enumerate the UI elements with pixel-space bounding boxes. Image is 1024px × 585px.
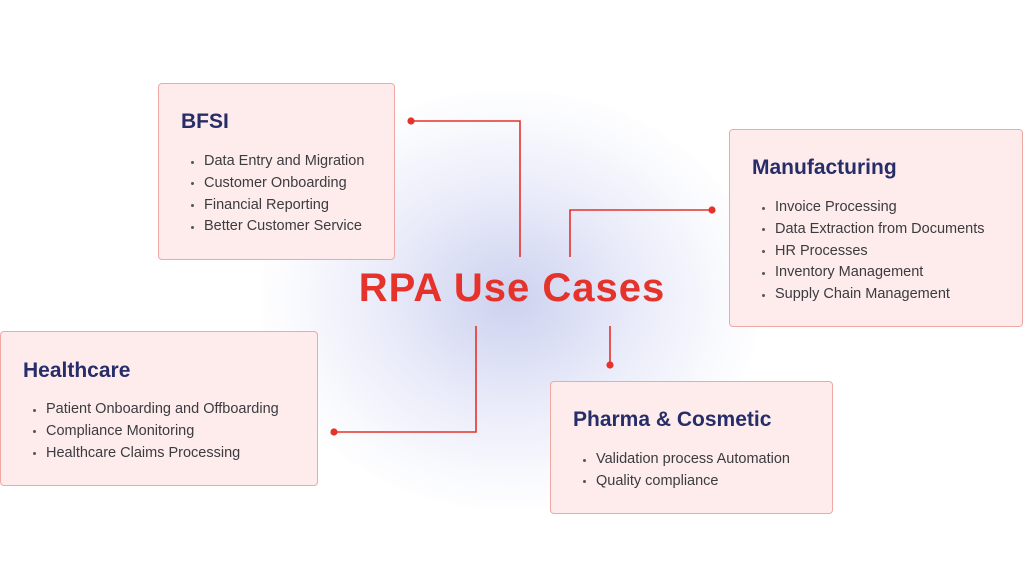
list-item: Better Customer Service xyxy=(190,216,364,238)
card-title-bfsi: BFSI xyxy=(181,110,229,133)
card-list-bfsi: Data Entry and Migration Customer Onboar… xyxy=(190,151,364,238)
list-item: Financial Reporting xyxy=(190,195,364,217)
card-list-healthcare: Patient Onboarding and Offboarding Compl… xyxy=(32,399,279,464)
card-list-manufacturing: Invoice Processing Data Extraction from … xyxy=(761,197,985,306)
card-title-pharma-cosmetic: Pharma & Cosmetic xyxy=(573,408,772,431)
card-pharma-cosmetic: Pharma & Cosmetic Validation process Aut… xyxy=(550,381,833,514)
center-title: RPA Use Cases xyxy=(358,266,666,310)
card-manufacturing: Manufacturing Invoice Processing Data Ex… xyxy=(729,129,1023,327)
connector-dot-bfsi xyxy=(407,117,415,125)
card-title-healthcare: Healthcare xyxy=(23,359,131,382)
card-list-pharma-cosmetic: Validation process Automation Quality co… xyxy=(582,449,790,493)
connector-bfsi xyxy=(411,120,521,257)
list-item: Data Extraction from Documents xyxy=(761,219,985,241)
connector-manufacturing xyxy=(569,209,712,257)
list-item: HR Processes xyxy=(761,241,985,263)
card-bfsi: BFSI Data Entry and Migration Customer O… xyxy=(158,83,395,260)
connector-healthcare xyxy=(334,326,477,433)
connector-dot-pharma xyxy=(606,361,614,369)
card-healthcare: Healthcare Patient Onboarding and Offboa… xyxy=(0,331,318,486)
list-item: Invoice Processing xyxy=(761,197,985,219)
list-item: Customer Onboarding xyxy=(190,173,364,195)
connector-dot-manufacturing xyxy=(708,206,716,214)
list-item: Quality compliance xyxy=(582,471,790,493)
connector-dot-healthcare xyxy=(330,428,338,436)
list-item: Validation process Automation xyxy=(582,449,790,471)
list-item: Compliance Monitoring xyxy=(32,421,279,443)
list-item: Data Entry and Migration xyxy=(190,151,364,173)
list-item: Supply Chain Management xyxy=(761,284,985,306)
list-item: Patient Onboarding and Offboarding xyxy=(32,399,279,421)
card-title-manufacturing: Manufacturing xyxy=(752,156,897,179)
list-item: Healthcare Claims Processing xyxy=(32,443,279,465)
list-item: Inventory Management xyxy=(761,262,985,284)
